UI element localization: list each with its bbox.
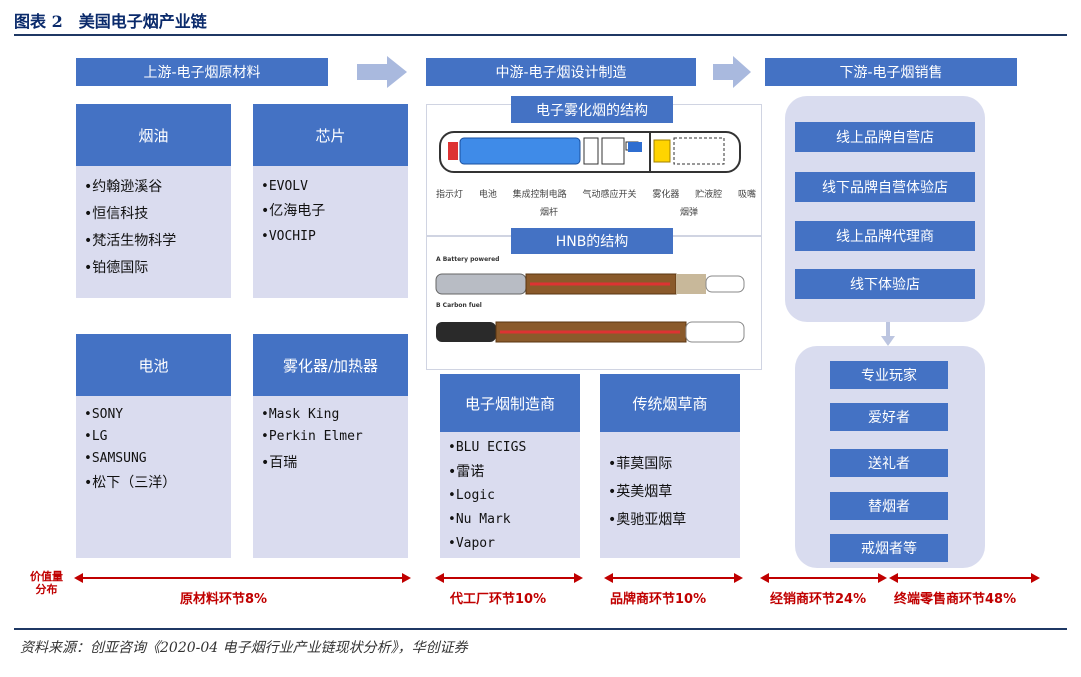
figure-title: 图表 2 美国电子烟产业链 <box>14 12 207 31</box>
value-segment: 原材料环节8% <box>180 592 268 607</box>
downstream-header: 下游-电子烟销售 <box>765 58 1017 86</box>
panel-head-chip: 芯片 <box>253 104 408 166</box>
ecig-group-label: 烟杆 <box>540 208 559 218</box>
list-item: •恒信科技 <box>84 206 149 222</box>
arrow-right-icon <box>574 573 583 583</box>
list-item: •Vapor <box>448 536 495 551</box>
channel-item: 线上品牌自营店 <box>795 122 975 152</box>
panel-head-tobacco: 传统烟草商 <box>600 374 740 432</box>
stage-arrow-icon <box>713 56 751 88</box>
value-segment: 品牌商环节10% <box>610 592 707 607</box>
list-item: •约翰逊溪谷 <box>84 179 163 195</box>
list-item: •Perkin Elmer <box>261 429 363 444</box>
arrow-left-icon <box>760 573 769 583</box>
consumer-item: 戒烟者等 <box>830 534 948 562</box>
ecig-group-label: 烟弹 <box>680 208 699 218</box>
panel-head-eliquid: 烟油 <box>76 104 231 166</box>
list-item: •EVOLV <box>261 179 308 194</box>
list-item: •百瑞 <box>261 455 298 471</box>
list-item: •Nu Mark <box>448 512 511 527</box>
value-segment: 经销商环节24% <box>770 592 867 607</box>
channel-item: 线下体验店 <box>795 269 975 299</box>
list-item: •奥驰亚烟草 <box>608 512 687 528</box>
ecig-diagram-icon <box>439 131 741 173</box>
value-range-line <box>768 577 878 579</box>
channel-item: 线下品牌自营体验店 <box>795 172 975 202</box>
hnb-structure-frame <box>426 236 762 370</box>
hnb-carbon-diagram-icon <box>436 321 745 343</box>
panel-body-eliquid: •约翰逊溪谷 •恒信科技 •梵活生物科学 •铂德国际 <box>76 166 231 298</box>
channel-item: 线上品牌代理商 <box>795 221 975 251</box>
hnb-structure-title: HNB的结构 <box>511 228 673 254</box>
top-divider <box>14 34 1067 36</box>
hnb-b-label: B Carbon fuel <box>436 302 482 309</box>
panel-head-battery: 电池 <box>76 334 231 396</box>
value-segment: 代工厂环节10% <box>450 592 547 607</box>
arrow-left-icon <box>889 573 898 583</box>
consumer-item: 专业玩家 <box>830 361 948 389</box>
consumer-item: 爱好者 <box>830 403 948 431</box>
panel-body-atomizer: •Mask King •Perkin Elmer •百瑞 <box>253 396 408 558</box>
ecig-label: 气动感应开关 <box>582 190 637 200</box>
list-item: •松下（三洋） <box>84 475 177 491</box>
panel-head-atomizer: 雾化器/加热器 <box>253 334 408 396</box>
consumer-item: 替烟者 <box>830 492 948 520</box>
bottom-divider <box>14 628 1067 630</box>
arrow-right-icon <box>1031 573 1040 583</box>
list-item: •Mask King <box>261 407 340 422</box>
list-item: •SAMSUNG <box>84 451 147 466</box>
list-item: •Logic <box>448 488 495 503</box>
list-item: •BLU ECIGS <box>448 440 527 455</box>
value-range-line <box>443 577 574 579</box>
ecig-structure-title: 电子雾化烟的结构 <box>511 96 673 123</box>
ecig-label: 电池 <box>478 190 497 200</box>
list-item: •铂德国际 <box>84 260 149 276</box>
value-segment: 终端零售商环节48% <box>894 592 1017 607</box>
list-item: •LG <box>84 429 108 444</box>
list-item: •VOCHIP <box>261 229 316 244</box>
value-distribution-label: 价值量 分布 <box>30 570 63 596</box>
panel-body-ecig-maker: •BLU ECIGS •雷诺 •Logic •Nu Mark •Vapor <box>440 432 580 558</box>
arrow-left-icon <box>604 573 613 583</box>
arrow-right-icon <box>878 573 887 583</box>
consumer-item: 送礼者 <box>830 449 948 477</box>
list-item: •英美烟草 <box>608 484 673 500</box>
down-arrow-icon <box>881 322 895 346</box>
panel-head-ecig-maker: 电子烟制造商 <box>440 374 580 432</box>
arrow-right-icon <box>734 573 743 583</box>
list-item: •雷诺 <box>448 464 485 480</box>
list-item: •梵活生物科学 <box>84 233 177 249</box>
list-item: •菲莫国际 <box>608 456 673 472</box>
panel-body-tobacco: •菲莫国际 •英美烟草 •奥驰亚烟草 <box>600 432 740 558</box>
ecig-label: 集成控制电路 <box>512 190 567 200</box>
panel-body-chip: •EVOLV •亿海电子 •VOCHIP <box>253 166 408 298</box>
value-range-line <box>82 577 402 579</box>
stage-arrow-icon <box>357 56 407 88</box>
midstream-header: 中游-电子烟设计制造 <box>426 58 696 86</box>
panel-body-battery: •SONY •LG •SAMSUNG •松下（三洋） <box>76 396 231 558</box>
arrow-right-icon <box>402 573 411 583</box>
arrow-left-icon <box>74 573 83 583</box>
value-range-line <box>612 577 734 579</box>
list-item: •亿海电子 <box>261 203 326 219</box>
ecig-label: 吸嘴 <box>737 190 756 200</box>
ecig-labels: 指示灯 电池 集成控制电路 气动感应开关 雾化器 贮液腔 吸嘴 <box>436 187 756 201</box>
source-note: 资料来源：创亚咨询《2020-04 电子烟行业产业链现状分析》，华创证券 <box>20 640 468 656</box>
ecig-label: 指示灯 <box>436 190 464 200</box>
list-item: •SONY <box>84 407 124 422</box>
arrow-left-icon <box>435 573 444 583</box>
hnb-battery-diagram-icon <box>435 273 745 295</box>
hnb-a-label: A Battery powered <box>436 256 500 263</box>
ecig-label: 雾化器 <box>652 190 680 200</box>
upstream-header: 上游-电子烟原材料 <box>76 58 328 86</box>
value-range-line <box>897 577 1031 579</box>
ecig-label: 贮液腔 <box>695 190 723 200</box>
